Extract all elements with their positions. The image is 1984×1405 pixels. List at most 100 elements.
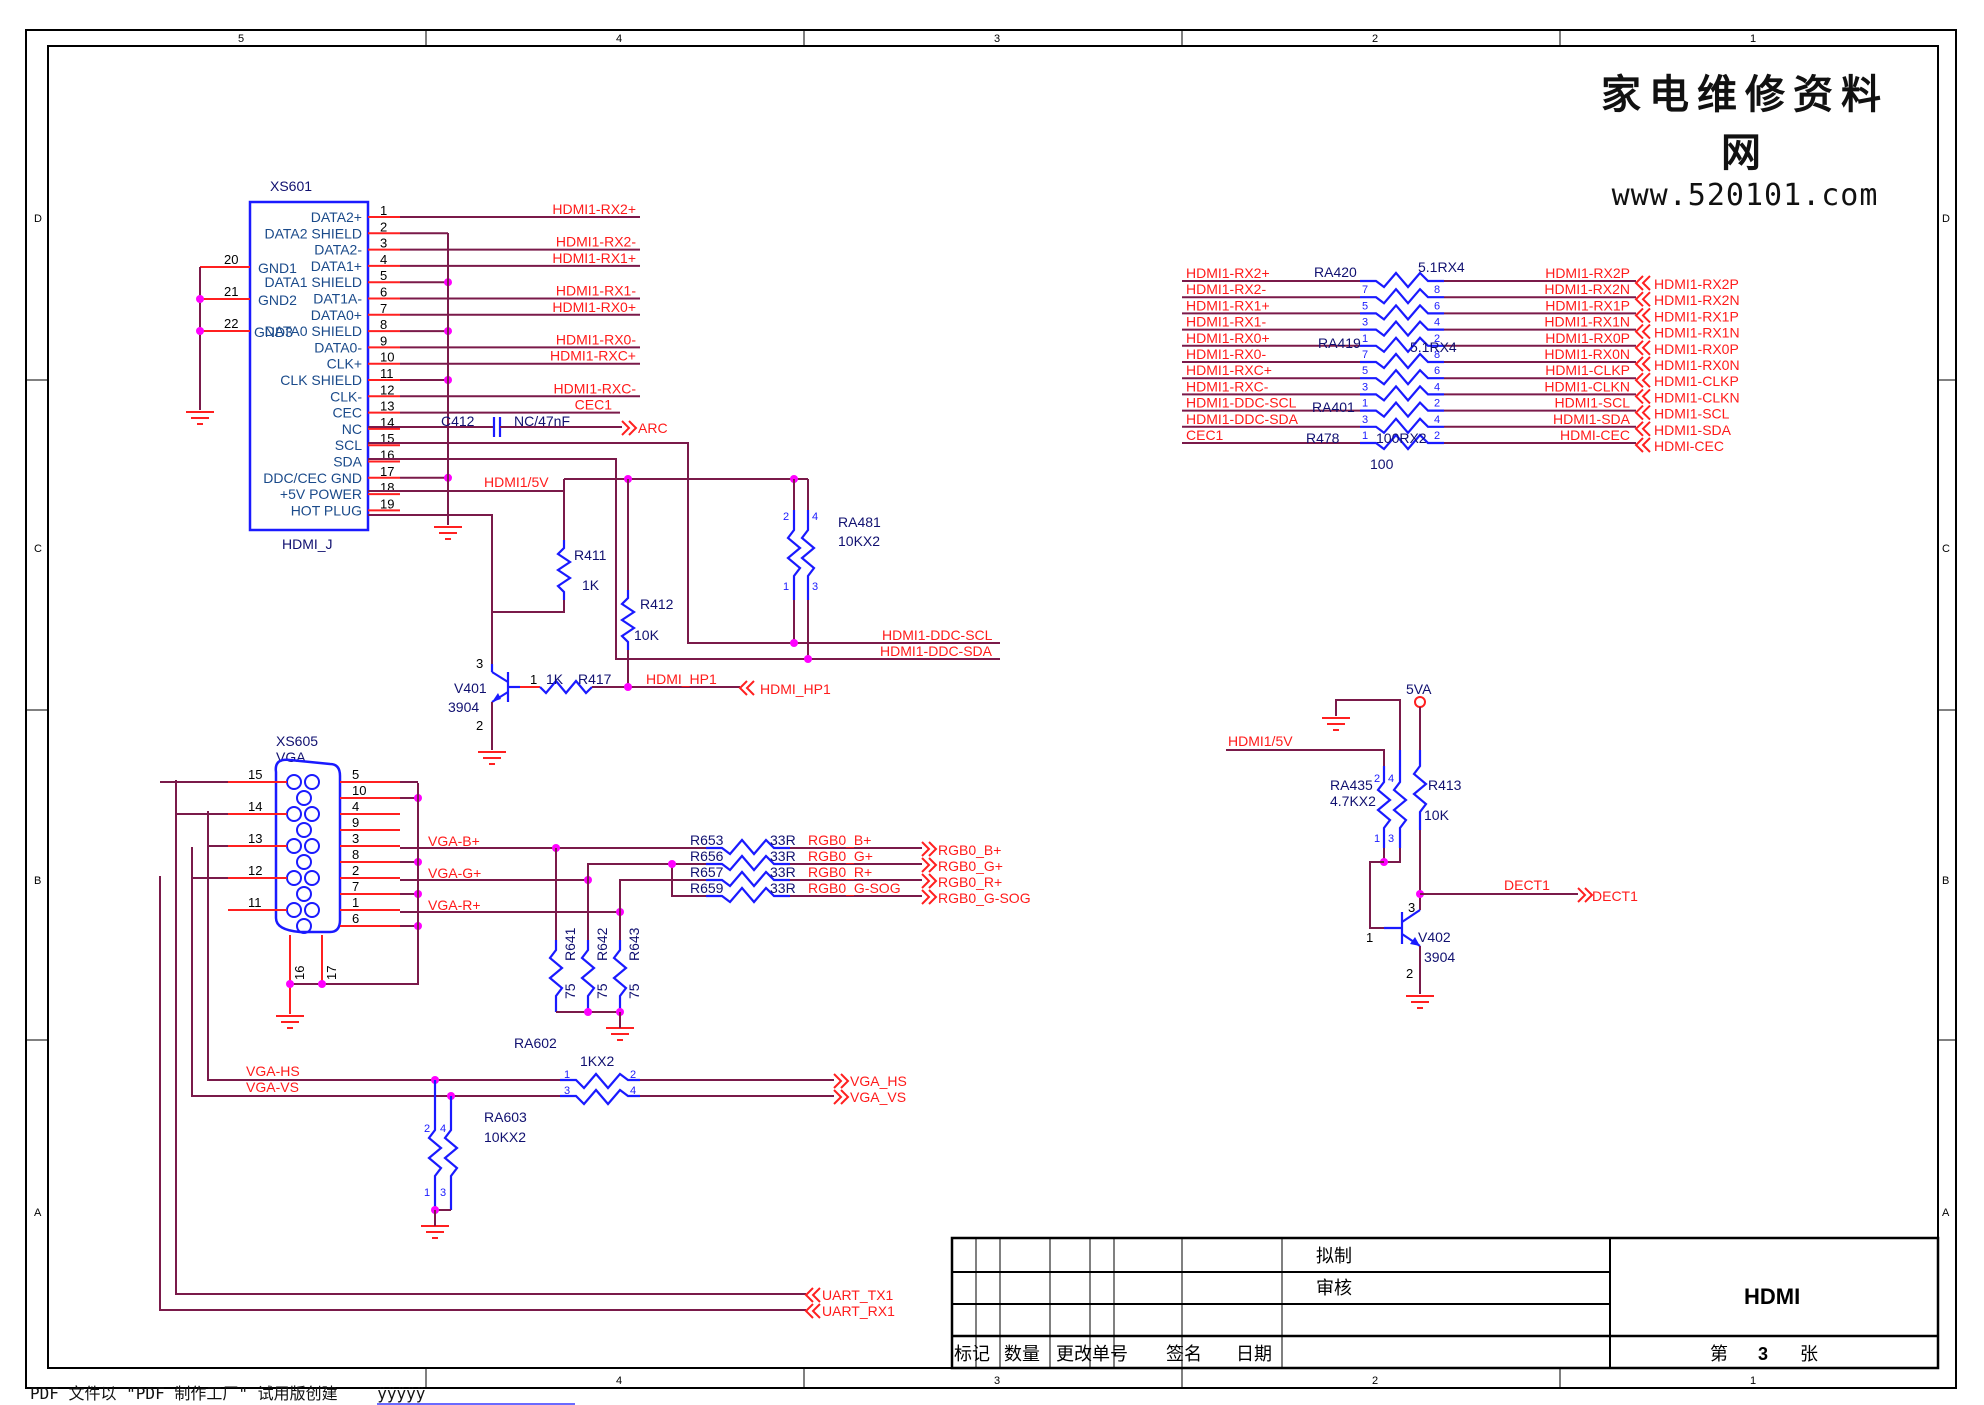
- rgb-port: RGB0_G-SOG: [938, 890, 1031, 906]
- ra435-value: 4.7KX2: [1330, 793, 1376, 809]
- hdmi-pin-name: DATA2 SHIELD: [264, 225, 362, 241]
- arc-capacitor-c412[interactable]: C412 NC/47nF ARC: [368, 413, 668, 437]
- resistor-element: [1360, 303, 1444, 322]
- series-out-port: HDMI1-CLKP: [1654, 373, 1739, 389]
- header-mark: 标记: [954, 1344, 990, 1364]
- ra602-pin: 3: [564, 1085, 570, 1097]
- ra603-pin: 1: [424, 1187, 430, 1199]
- series-in-net: HDMI1-RX0-: [1186, 346, 1266, 362]
- hdmi-pin-name: DATA0 SHIELD: [264, 323, 362, 339]
- ddc-sda-net: HDMI1-DDC-SDA: [880, 643, 993, 659]
- hdmi-pin-number: 6: [380, 285, 387, 300]
- vga-left-pin: 11: [248, 895, 262, 910]
- resistor-pin: 3: [1362, 317, 1368, 329]
- vga-left-pin: 14: [248, 799, 262, 814]
- hdmi-pin-number: 17: [380, 464, 394, 479]
- hdmi-net-label: HDMI1-RX2+: [552, 201, 636, 217]
- v401-pin: 3: [476, 656, 483, 671]
- series-out-port: HDMI1-RX1N: [1654, 325, 1740, 341]
- rgb-port: RGB0_B+: [938, 842, 1001, 858]
- termination-resistor: [548, 940, 564, 1012]
- ra481-ref: RA481: [838, 514, 881, 530]
- r478-ref: R478: [1306, 430, 1340, 446]
- hdmi-pin-20-name: GND1: [258, 260, 297, 276]
- hdmi-pin-name: DATA1 SHIELD: [264, 274, 362, 290]
- grid-col-1: 1: [1750, 33, 1756, 45]
- arc-net-label: ARC: [638, 420, 668, 436]
- term-ref: R642: [594, 927, 610, 961]
- series-mid-net: HDMI1-RX2N: [1544, 281, 1630, 297]
- grid-row-b: B: [34, 875, 41, 887]
- ra481-pin: 2: [783, 511, 789, 523]
- r417-pin: 1: [530, 672, 537, 687]
- ground-icon: [1321, 717, 1351, 731]
- ddc-scl-net: HDMI1-DDC-SCL: [882, 627, 993, 643]
- resistor-pin: 3: [1362, 381, 1368, 393]
- series-out-port: HDMI1-SDA: [1654, 422, 1732, 438]
- header-date: 日期: [1236, 1344, 1272, 1364]
- sheet-prefix: 第: [1710, 1344, 1728, 1364]
- ra435-pin: 2: [1374, 773, 1380, 785]
- hdmi-pin-number: 10: [380, 350, 394, 365]
- port-arrow-icon: [1635, 420, 1651, 437]
- resistor-pin: 5: [1362, 365, 1368, 377]
- grid-row-b-right: B: [1942, 875, 1949, 887]
- rgb-resistor-value: 33R: [770, 848, 796, 864]
- series-in-net: HDMI1-RXC+: [1186, 362, 1272, 378]
- port-arrow-icon: [1635, 356, 1651, 372]
- port-arrow-icon: [1635, 437, 1651, 453]
- series-in-net: HDMI1-RX1+: [1186, 297, 1270, 313]
- termination-resistor: [612, 940, 628, 1012]
- ra420-ref: RA420: [1314, 264, 1357, 280]
- series-out-port: HDMI1-RX2N: [1654, 292, 1740, 308]
- hdmi-pin-22: 22: [224, 316, 238, 331]
- ra481-pin: 1: [783, 581, 789, 593]
- resistor-pin: 2: [1434, 398, 1440, 410]
- series-out-port: HDMI1-RX0N: [1654, 357, 1740, 373]
- footer-link[interactable]: ÿÿÿÿÿ: [377, 1384, 576, 1405]
- ra419-value: 5.1RX4: [1410, 339, 1457, 355]
- vga-vs-port-icon: [833, 1089, 849, 1105]
- port-arrow-icon: [1635, 404, 1651, 421]
- ra481-value: 10KX2: [838, 533, 880, 549]
- series-mid-net: HDMI1-SDA: [1553, 411, 1631, 427]
- hdmi-connector-ref: XS601: [270, 178, 312, 194]
- r411-value: 1K: [582, 577, 600, 593]
- series-mid-net: HDMI1-RX1P: [1545, 297, 1630, 313]
- r411-ref: R411: [574, 547, 607, 563]
- ra419-ref: RA419: [1318, 335, 1361, 351]
- hdmi-pin-name: DATA0+: [311, 307, 362, 323]
- rgb-net-label: RGB0_R+: [808, 864, 872, 880]
- ground-icon: [433, 526, 463, 540]
- vga-g-net: VGA-G+: [428, 865, 481, 881]
- hdmi-pin-name: SCL: [335, 437, 362, 453]
- hdmi-hp1-port-icon: [739, 680, 755, 696]
- hdmi-series-resistor-bank[interactable]: HDMI1-RX2+HDMI1-RX2PHDMI1-RX2PHDMI1-RX2-…: [1182, 259, 1740, 472]
- port-arrow-icon: [1635, 291, 1651, 308]
- grid-col-2-bottom: 2: [1372, 1375, 1378, 1387]
- hdmi-pin-name: CEC: [332, 405, 362, 421]
- ra602-value: 1KX2: [580, 1053, 614, 1069]
- vga-left-pin: 13: [248, 831, 262, 846]
- ra481-pin: 4: [812, 511, 818, 523]
- ra603-pin: 2: [424, 1123, 430, 1135]
- series-mid-net: HDMI1-RX0P: [1545, 330, 1630, 346]
- series-mid-net: HDMI1-SCL: [1555, 395, 1631, 411]
- hdmi-pin-name: DDC/CEC GND: [263, 470, 362, 486]
- resistor-element: [1360, 336, 1444, 354]
- grid-col-1-bottom: 1: [1750, 1375, 1756, 1387]
- hdmi-pin-number: 18: [380, 480, 394, 495]
- vga-right-pin: 3: [352, 831, 359, 846]
- dect-5v-net: HDMI1/5V: [1228, 733, 1293, 749]
- vga-left-pin: 12: [248, 863, 262, 878]
- resistor-pin: 8: [1434, 349, 1440, 361]
- port-arrow-icon: [1635, 372, 1651, 389]
- hdmi-net-label: HDMI1-RX0+: [552, 299, 636, 315]
- vga-right-pin: 6: [352, 911, 359, 926]
- series-mid-net: HDMI1-RX2P: [1545, 265, 1630, 281]
- vga-right-pin: 2: [352, 863, 359, 878]
- port-arrow-icon: [921, 873, 937, 889]
- v401-part: 3904: [448, 699, 479, 715]
